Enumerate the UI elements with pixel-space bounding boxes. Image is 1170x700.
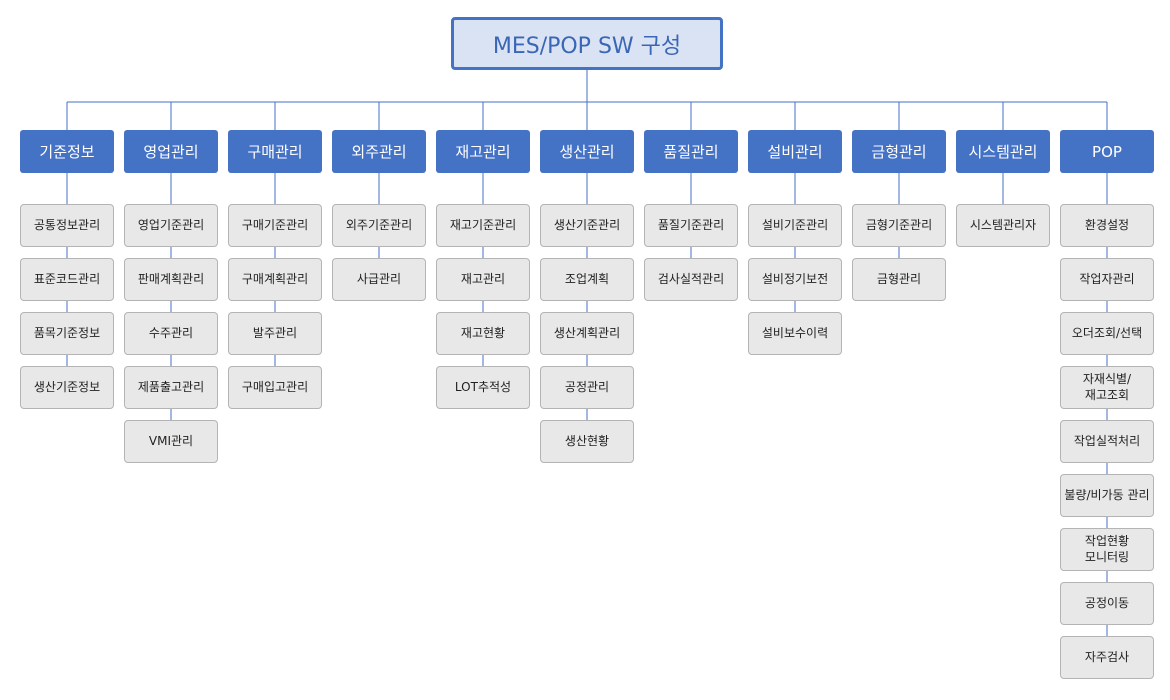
item-box: 환경설정 <box>1060 204 1154 247</box>
item-box: 검사실적관리 <box>644 258 738 301</box>
item-box: 사급관리 <box>332 258 426 301</box>
column-header: POP <box>1060 130 1154 173</box>
column-header: 생산관리 <box>540 130 634 173</box>
item-box: 제품출고관리 <box>124 366 218 409</box>
item-box: 설비기준관리 <box>748 204 842 247</box>
column-header: 품질관리 <box>644 130 738 173</box>
item-box: 금형기준관리 <box>852 204 946 247</box>
item-box: 표준코드관리 <box>20 258 114 301</box>
column-header: 외주관리 <box>332 130 426 173</box>
item-box: 생산현황 <box>540 420 634 463</box>
item-box: 구매계획관리 <box>228 258 322 301</box>
item-box: 공통정보관리 <box>20 204 114 247</box>
item-box: 생산계획관리 <box>540 312 634 355</box>
item-box: 발주관리 <box>228 312 322 355</box>
item-box: 구매입고관리 <box>228 366 322 409</box>
column-header: 재고관리 <box>436 130 530 173</box>
item-box: 오더조회/선택 <box>1060 312 1154 355</box>
item-box: 자재식별/ 재고조회 <box>1060 366 1154 409</box>
item-box: VMI관리 <box>124 420 218 463</box>
item-box: 작업자관리 <box>1060 258 1154 301</box>
item-box: 설비정기보전 <box>748 258 842 301</box>
column-header: 기준정보 <box>20 130 114 173</box>
item-box: 구매기준관리 <box>228 204 322 247</box>
item-box: 자주검사 <box>1060 636 1154 679</box>
item-box: LOT추적성 <box>436 366 530 409</box>
item-box: 외주기준관리 <box>332 204 426 247</box>
item-box: 재고기준관리 <box>436 204 530 247</box>
item-box: 영업기준관리 <box>124 204 218 247</box>
item-box: 수주관리 <box>124 312 218 355</box>
item-box: 불량/비가동 관리 <box>1060 474 1154 517</box>
item-box: 공정관리 <box>540 366 634 409</box>
item-box: 판매계획관리 <box>124 258 218 301</box>
column-header: 설비관리 <box>748 130 842 173</box>
item-box: 시스템관리자 <box>956 204 1050 247</box>
item-box: 설비보수이력 <box>748 312 842 355</box>
column-header: 금형관리 <box>852 130 946 173</box>
column-header: 영업관리 <box>124 130 218 173</box>
column-header: 구매관리 <box>228 130 322 173</box>
column-header: 시스템관리 <box>956 130 1050 173</box>
item-box: 품질기준관리 <box>644 204 738 247</box>
item-box: 작업실적처리 <box>1060 420 1154 463</box>
root-node: MES/POP SW 구성 <box>451 17 723 70</box>
item-box: 생산기준관리 <box>540 204 634 247</box>
item-box: 생산기준정보 <box>20 366 114 409</box>
item-box: 금형관리 <box>852 258 946 301</box>
item-box: 재고관리 <box>436 258 530 301</box>
item-box: 품목기준정보 <box>20 312 114 355</box>
item-box: 재고현황 <box>436 312 530 355</box>
item-box: 작업현황 모니터링 <box>1060 528 1154 571</box>
item-box: 공정이동 <box>1060 582 1154 625</box>
item-box: 조업계획 <box>540 258 634 301</box>
